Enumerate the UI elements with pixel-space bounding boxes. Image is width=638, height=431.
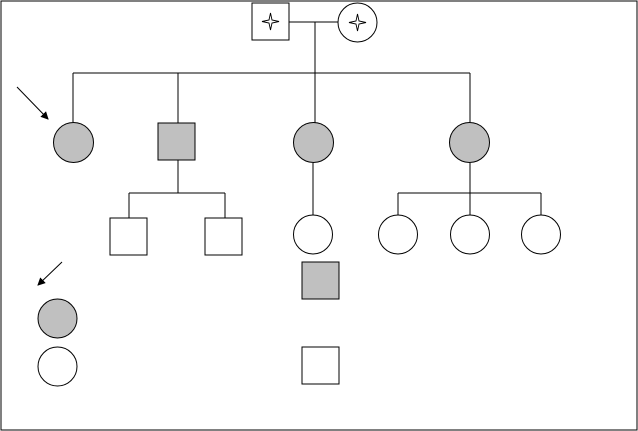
key-affected-male [301,261,340,300]
key-arrow [37,261,63,286]
sibship-line-gen-2 [72,72,471,123]
uncle-son-2-unaffected-male [204,217,243,256]
mother-affected-female [293,122,334,163]
proband-arrow [16,86,49,120]
male-square [251,2,290,41]
key-unaffected-male [301,346,340,385]
descent-lines-gen-3 [128,160,542,218]
key-unaffected-female [37,346,78,387]
key-affected-female [37,298,78,339]
grandfather-symbol [251,2,290,41]
grandmother-symbol [337,2,378,43]
uncle-affected-male [157,122,196,161]
aunt-daughter-1-unaffected-female [378,214,418,255]
aunt-daughter-3-unaffected-female [521,214,561,255]
generation-1 [251,2,378,73]
deceased-star-icon [348,13,367,32]
aunt-affected-female [449,122,490,163]
generation-2 [16,86,490,163]
mother-daughter-unaffected-female [293,214,333,255]
uncle-son-1-unaffected-male [109,217,148,256]
generation-3 [109,214,561,256]
aunt-daughter-2-unaffected-female [450,214,490,255]
deceased-star-icon [261,12,280,31]
proband-aunt-affected-female [53,122,94,163]
symbol-key [37,261,340,387]
